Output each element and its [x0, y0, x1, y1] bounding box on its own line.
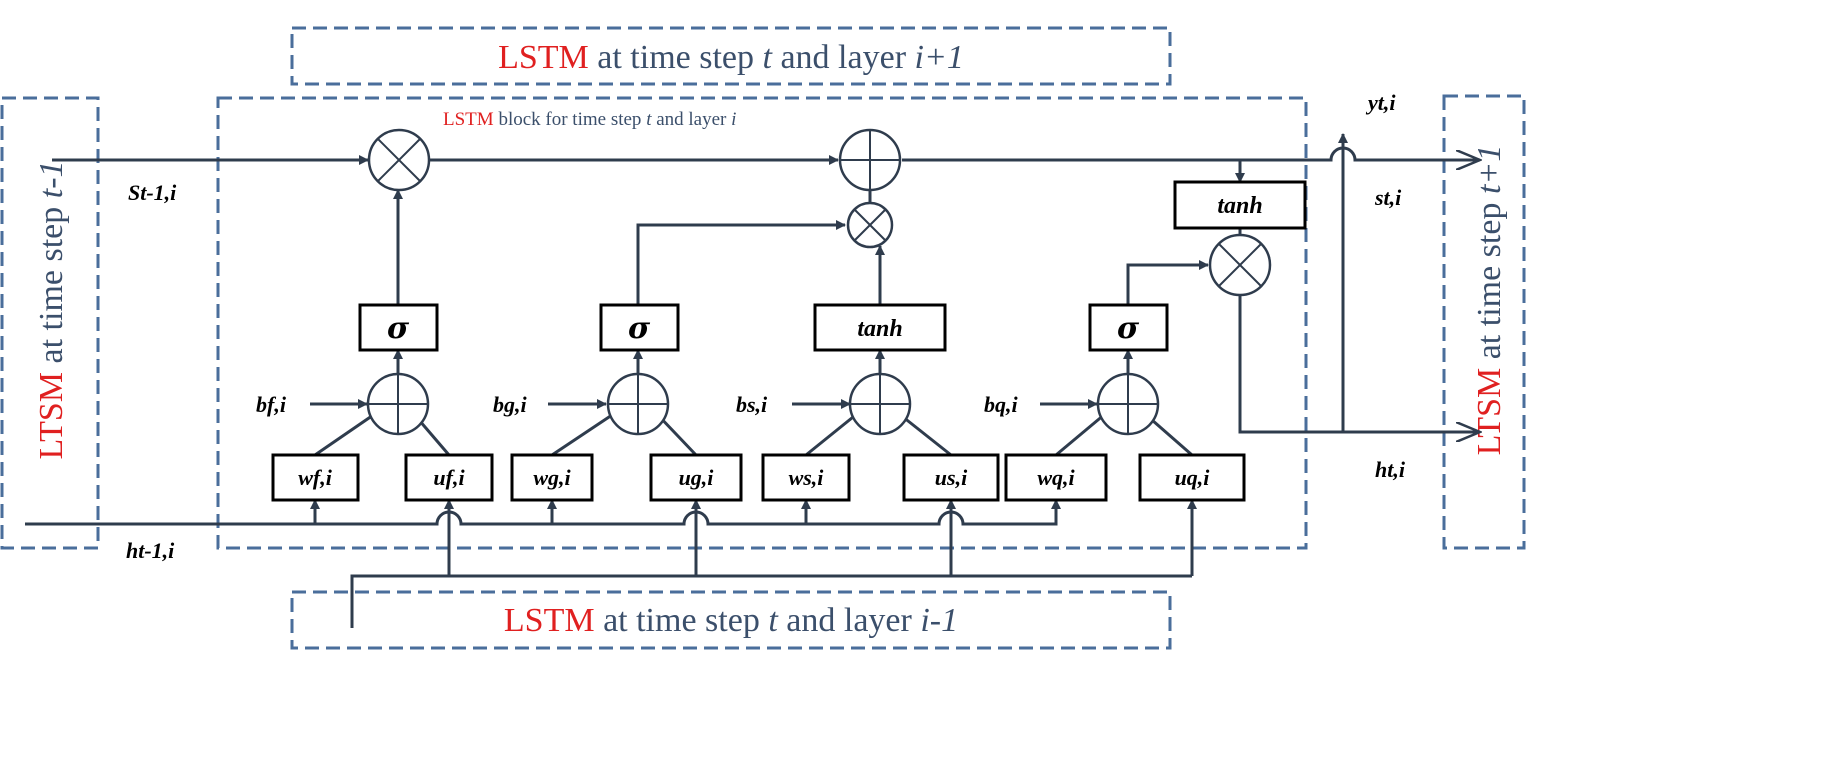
weight-box-wq: wq,i — [1004, 453, 1108, 502]
output-gate-sigma-box: σ — [1088, 303, 1169, 352]
state-out-wire — [902, 146, 1480, 160]
frame-layer-below — [290, 590, 1172, 650]
signal-label-s-prev: St-1,i — [128, 180, 177, 205]
svg-text:σ: σ — [387, 311, 410, 346]
bias-label-bg: bg,i — [493, 392, 528, 417]
svg-text:tanh: tanh — [857, 316, 902, 342]
frame-top-title: LSTM at time step t and layer i+1 — [498, 39, 964, 76]
signal-label-h-prev: ht-1,i — [126, 538, 175, 563]
svg-text:uq,i: uq,i — [1175, 465, 1211, 490]
weight-box-uq: uq,i — [1138, 453, 1246, 502]
weight-box-ug: ug,i — [649, 453, 743, 502]
frame-bottom-title: LSTM at time step t and layer i-1 — [504, 602, 958, 639]
weight-box-us: us,i — [902, 453, 1000, 502]
svg-text:uf,i: uf,i — [433, 465, 465, 490]
signal-label-y: yt,i — [1365, 90, 1396, 115]
output-multiply-node — [1208, 233, 1272, 297]
svg-text:ug,i: ug,i — [679, 465, 715, 490]
g-to-input-mul — [636, 220, 846, 305]
frame-lstm-block — [216, 96, 1308, 550]
svg-text:σ: σ — [628, 311, 651, 346]
forget-multiply-node — [367, 128, 431, 192]
weight-box-wg: wg,i — [510, 453, 594, 502]
svg-text:σ: σ — [1117, 311, 1140, 346]
block-title: LSTM block for time step t and layer i — [443, 109, 736, 130]
svg-text:tanh: tanh — [1217, 193, 1262, 219]
candidate-tanh-box: tanh — [813, 303, 947, 352]
frame-left-title: LTSM at time step t-1 — [33, 160, 70, 459]
bias-label-bf: bf,i — [256, 392, 287, 417]
signal-label-h: ht,i — [1375, 457, 1406, 482]
svg-text:wf,i: wf,i — [298, 465, 333, 490]
forget-sum-node — [366, 372, 430, 436]
bias-label-bs: bs,i — [736, 392, 768, 417]
input-gate-sigma-box: σ — [599, 303, 680, 352]
bias-label-bq: bq,i — [984, 392, 1019, 417]
weight-box-ws: ws,i — [761, 453, 851, 502]
input-gate-sum-node — [606, 372, 670, 436]
input-multiply-node — [846, 201, 894, 249]
candidate-sum-node — [848, 372, 912, 436]
weight-box-wf: wf,i — [271, 453, 360, 502]
h-out-wire — [1238, 285, 1480, 432]
svg-text:wg,i: wg,i — [533, 465, 571, 490]
svg-text:wq,i: wq,i — [1037, 465, 1075, 490]
state-tanh-box: tanh — [1173, 180, 1307, 230]
svg-text:us,i: us,i — [935, 465, 968, 490]
x-input-bus — [350, 574, 1192, 628]
frame-time-next — [1442, 94, 1526, 550]
state-add-node — [838, 128, 902, 192]
forget-gate-sigma-box: σ — [358, 303, 439, 352]
q-to-out-mul — [1126, 260, 1209, 305]
h-prev-wire — [25, 499, 1061, 526]
weight-box-uf: uf,i — [404, 453, 494, 502]
frame-layer-above — [290, 26, 1172, 86]
svg-text:ws,i: ws,i — [789, 465, 825, 490]
signal-label-s: st,i — [1374, 185, 1402, 210]
frame-time-prev — [0, 96, 100, 550]
output-gate-sum-node — [1096, 372, 1160, 436]
frame-right-title: LTSM at time step t+1 — [1471, 145, 1508, 456]
